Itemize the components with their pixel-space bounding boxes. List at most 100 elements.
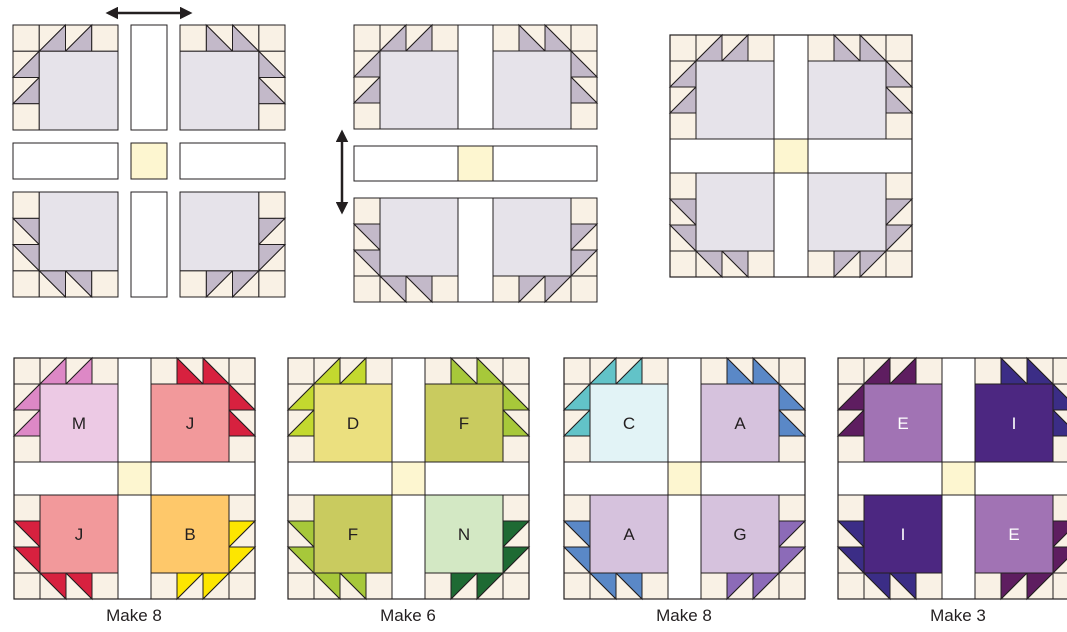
fabric-letter: E	[897, 414, 908, 433]
background-square	[13, 271, 39, 297]
block-caption-3: Make 8	[564, 606, 804, 626]
paw-center-square	[380, 198, 458, 276]
paw-quadrant	[670, 35, 774, 139]
paw-quadrant: F	[425, 358, 529, 462]
cornerstone-square	[118, 462, 151, 495]
background-square	[92, 573, 118, 599]
background-square	[779, 573, 805, 599]
background-square	[229, 436, 255, 462]
sashing-strip	[808, 139, 912, 173]
paw-quadrant	[493, 198, 597, 302]
fabric-letter: I	[1012, 414, 1017, 433]
fabric-letter: M	[72, 414, 86, 433]
quilt-block: M JJ B	[14, 358, 255, 599]
paw-center-square	[39, 51, 118, 130]
background-square	[180, 271, 206, 297]
background-square	[916, 358, 942, 384]
fabric-letter: A	[734, 414, 746, 433]
background-square	[425, 358, 451, 384]
paw-quadrant: M	[14, 358, 118, 462]
fabric-letter: C	[623, 414, 635, 433]
cornerstone-square	[458, 146, 493, 181]
paw-center-square	[180, 192, 259, 271]
paw-quadrant	[493, 25, 597, 129]
background-square	[564, 436, 590, 462]
paw-center-square	[493, 198, 571, 276]
background-square	[259, 271, 285, 297]
background-square	[432, 25, 458, 51]
block-caption-1: Make 8	[14, 606, 254, 626]
paw-quadrant: D	[288, 358, 392, 462]
background-square	[670, 251, 696, 277]
sashing-strip	[774, 173, 808, 277]
background-square	[354, 198, 380, 224]
fabric-letter: I	[901, 525, 906, 544]
fabric-letter: B	[184, 525, 195, 544]
background-square	[14, 573, 40, 599]
background-square	[571, 198, 597, 224]
background-square	[779, 358, 805, 384]
background-square	[670, 35, 696, 61]
background-square	[779, 436, 805, 462]
background-square	[808, 35, 834, 61]
background-square	[748, 251, 774, 277]
background-square	[425, 573, 451, 599]
background-square	[92, 271, 118, 297]
cornerstone-square	[942, 462, 975, 495]
background-square	[886, 35, 912, 61]
background-square	[288, 495, 314, 521]
paw-center-square	[808, 173, 886, 251]
sashing-strip	[14, 462, 118, 495]
background-square	[886, 113, 912, 139]
background-square	[701, 573, 727, 599]
background-square	[701, 358, 727, 384]
paw-quadrant: G	[701, 495, 805, 599]
background-square	[564, 358, 590, 384]
sashing-strip	[774, 35, 808, 139]
background-square	[151, 358, 177, 384]
sashing-strip	[118, 358, 151, 462]
rows-joined-diagram	[342, 25, 597, 302]
background-square	[14, 495, 40, 521]
background-square	[229, 495, 255, 521]
sashing-strip	[668, 358, 701, 462]
background-square	[366, 573, 392, 599]
background-square	[838, 495, 864, 521]
paw-quadrant: B	[151, 495, 255, 599]
sashing-strip	[493, 146, 597, 181]
background-square	[642, 358, 668, 384]
quilt-block: E I I E	[838, 358, 1067, 599]
paw-quadrant	[13, 192, 118, 297]
paw-quadrant: I	[975, 358, 1067, 462]
sashing-strip	[392, 495, 425, 599]
paw-center-square	[696, 173, 774, 251]
background-square	[838, 573, 864, 599]
background-square	[670, 173, 696, 199]
paw-quadrant	[354, 198, 458, 302]
sashing-strip	[151, 462, 255, 495]
background-square	[180, 25, 206, 51]
background-square	[564, 573, 590, 599]
paw-quadrant: F	[288, 495, 392, 599]
sashing-strip	[288, 462, 392, 495]
paw-quadrant: A	[564, 495, 668, 599]
quilt-block	[670, 35, 912, 277]
paw-quadrant: J	[151, 358, 255, 462]
background-square	[571, 276, 597, 302]
paw-quadrant: J	[14, 495, 118, 599]
background-square	[886, 251, 912, 277]
background-square	[838, 358, 864, 384]
paw-quadrant	[13, 25, 118, 130]
background-square	[564, 495, 590, 521]
background-square	[1053, 495, 1067, 521]
sashing-strip	[131, 25, 167, 130]
sashing-strip	[392, 358, 425, 462]
paw-quadrant: E	[838, 358, 942, 462]
background-square	[571, 25, 597, 51]
paw-quadrant: A	[701, 358, 805, 462]
paw-quadrant: E	[975, 495, 1067, 599]
cornerstone-square	[774, 139, 808, 173]
sashing-strip	[942, 495, 975, 599]
background-square	[13, 192, 39, 218]
